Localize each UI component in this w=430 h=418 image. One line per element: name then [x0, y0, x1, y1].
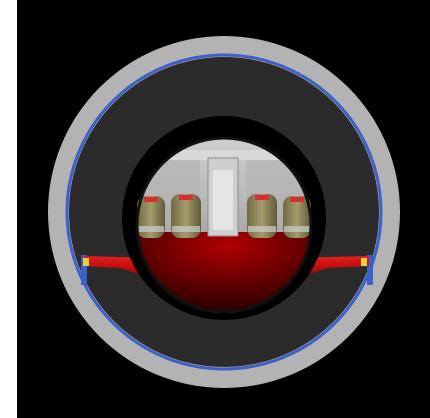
porthole-scene	[17, 0, 430, 418]
right-bar-cap	[361, 258, 367, 266]
passenger-seat-icon	[247, 194, 277, 238]
passenger-seat-icon	[171, 194, 201, 238]
porthole-illustration	[17, 0, 430, 418]
left-bar-cap	[83, 258, 89, 266]
